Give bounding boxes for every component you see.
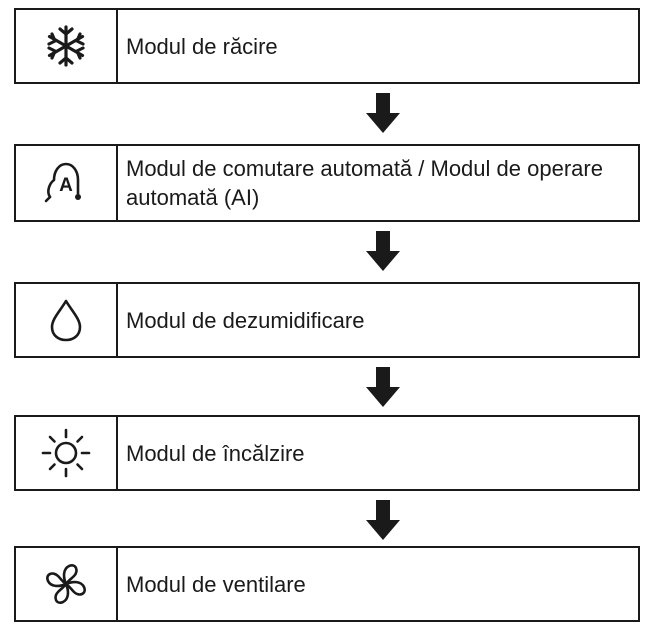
mode-box-heating: Modul de încălzire [14, 415, 640, 491]
mode-label: Modul de ventilare [126, 571, 306, 597]
mode-label: Modul de răcire [126, 33, 278, 59]
mode-label: Modul de comutare automată / Modul de op… [126, 156, 603, 210]
auto-mode-icon: A [44, 162, 81, 203]
icon-cell [16, 284, 118, 356]
water-drop-icon [50, 299, 82, 342]
mode-box-dehumidify: Modul de dezumidificare [14, 282, 640, 358]
mode-box-fan: Modul de ventilare [14, 546, 640, 622]
down-arrow-icon [366, 231, 400, 271]
mode-label: Modul de încălzire [126, 440, 305, 466]
fan-icon [46, 564, 86, 604]
down-arrow-icon [366, 500, 400, 540]
icon-cell: A [16, 146, 118, 220]
snowflake-icon [47, 25, 85, 67]
sun-icon [41, 428, 91, 478]
auto-mode-letter: A [59, 175, 73, 196]
mode-box-auto: A Modul de comutare automată / Modul de … [14, 144, 640, 222]
down-arrow-icon [366, 367, 400, 407]
mode-box-cooling: Modul de răcire [14, 8, 640, 84]
icon-cell [16, 10, 118, 82]
mode-label: Modul de dezumidificare [126, 307, 365, 333]
down-arrow-icon [366, 93, 400, 133]
icon-cell [16, 417, 118, 489]
icon-cell [16, 548, 118, 620]
